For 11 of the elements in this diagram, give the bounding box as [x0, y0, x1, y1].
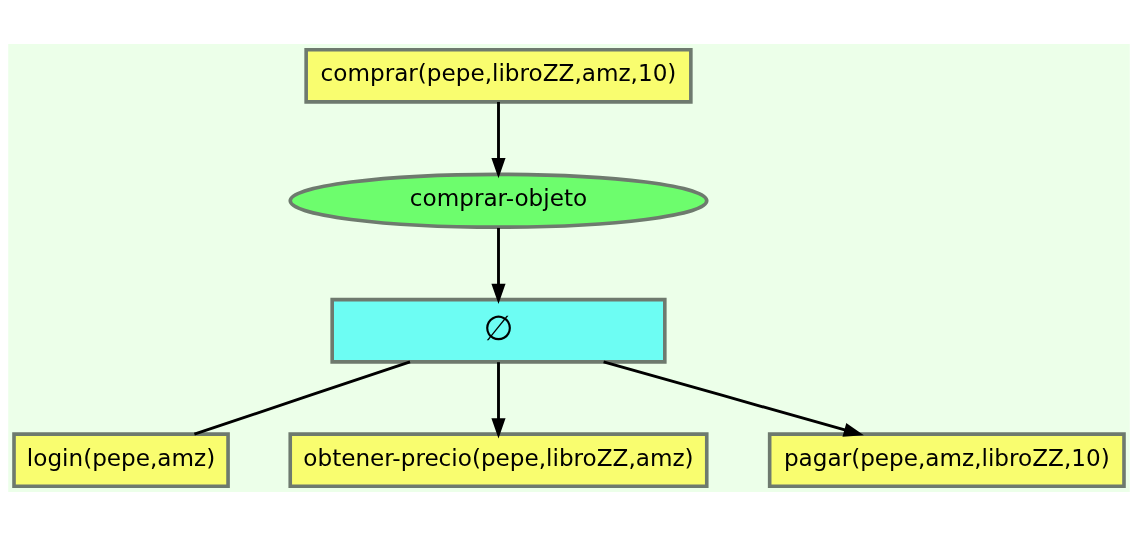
node-box: comprar(pepe,libroZZ,amz,10)	[304, 47, 693, 104]
node-box: login(pepe,amz)	[12, 432, 230, 489]
connector	[193, 360, 411, 436]
arrow	[491, 362, 506, 439]
node-ellipse: comprar-objeto	[288, 172, 709, 229]
node-box: obtener-precio(pepe,libroZZ,amz)	[288, 432, 709, 489]
arrow	[603, 360, 864, 437]
node-box: ∅	[330, 297, 667, 364]
node-box: pagar(pepe,amz,libroZZ,10)	[767, 432, 1126, 489]
arrow	[491, 227, 506, 304]
arrow	[491, 101, 506, 179]
